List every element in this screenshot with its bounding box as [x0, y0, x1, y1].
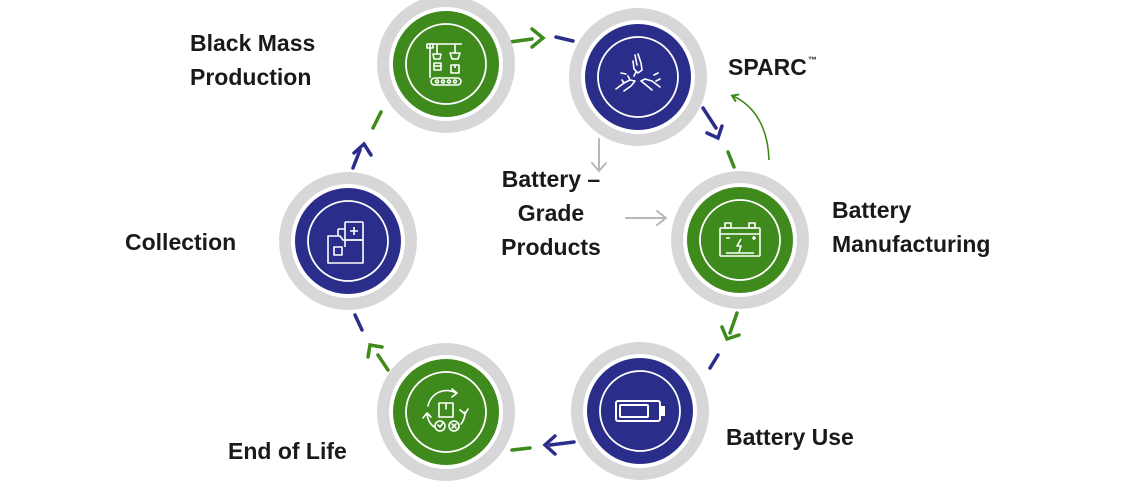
label-battery-grade-products: Battery – Grade Products [476, 162, 626, 264]
label-collection: Collection [125, 225, 236, 259]
node-end-of-life[interactable] [377, 343, 515, 481]
label-line: Grade [517, 200, 585, 226]
node-battery-manufacturing[interactable] [671, 171, 809, 309]
stage-nodes [279, 0, 809, 481]
connector-6 [351, 148, 362, 170]
label-battery-use: Battery Use [726, 420, 854, 454]
arrowhead-1 [530, 27, 546, 49]
connector-3 [728, 311, 739, 335]
connector-2 [701, 106, 718, 130]
connector-4b [510, 446, 532, 452]
label-battery-manufacturing: Battery Manufacturing [832, 193, 990, 261]
arrowhead-5 [366, 342, 384, 359]
label-line: Collection [125, 229, 237, 255]
connector-5b [353, 313, 364, 332]
right-arrow-head [656, 210, 668, 226]
arrowhead-6 [352, 141, 373, 157]
down-arrow-head [591, 162, 607, 173]
trademark-symbol: ™ [807, 55, 817, 65]
label-line: Battery [832, 197, 912, 223]
hands-icon [615, 53, 661, 92]
label-line: Battery Use [726, 424, 854, 450]
label-line: Production [190, 64, 312, 90]
node-sparc[interactable] [569, 8, 707, 146]
collection-documents-icon [327, 221, 364, 264]
node-battery-use[interactable] [571, 342, 709, 480]
label-line: Manufacturing [832, 231, 991, 257]
label-line: Black Mass [190, 30, 316, 56]
node-black-mass-production[interactable] [377, 0, 515, 133]
arrowhead-4 [542, 434, 557, 456]
arrowhead-3 [720, 325, 741, 342]
charging-battery-icon [615, 400, 665, 422]
connector-1b [554, 35, 575, 43]
connector-2b [726, 150, 736, 169]
factory-conveyor-icon [426, 43, 462, 86]
connector-3b [708, 353, 720, 370]
feedback-arrow [730, 93, 770, 161]
label-line: Battery – [501, 166, 601, 192]
output-arrows [591, 138, 668, 226]
label-line: End of Life [228, 438, 347, 464]
battery-icon [719, 222, 761, 257]
arrowhead-2 [705, 124, 724, 141]
connector-5 [376, 353, 390, 372]
node-collection[interactable] [279, 172, 417, 310]
label-line: SPARC [728, 54, 807, 80]
cycle-connectors [351, 27, 741, 456]
connector-4 [548, 440, 576, 447]
label-sparc: SPARC™ [728, 43, 817, 84]
label-end-of-life: End of Life [228, 434, 347, 468]
label-black-mass-production: Black Mass Production [190, 26, 315, 94]
label-line: Products [501, 234, 601, 260]
recycle-box-icon [422, 388, 469, 432]
connector-1 [508, 37, 534, 44]
connector-6b [371, 110, 383, 130]
